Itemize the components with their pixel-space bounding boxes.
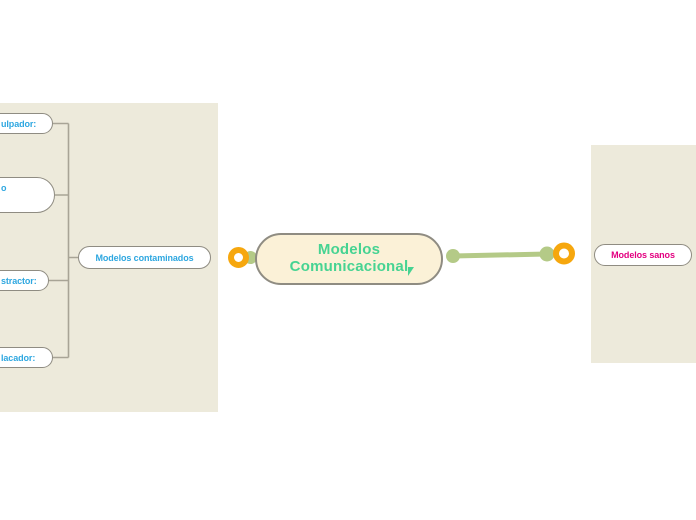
subtopic-node-2[interactable]: o <box>0 177 55 213</box>
subtopic-label-4: lacador: <box>1 352 36 363</box>
connection-anchor-right-icon[interactable] <box>553 242 575 265</box>
subtopic-node-1[interactable]: ulpador: <box>0 113 53 134</box>
topic-label-sanos: Modelos sanos <box>611 250 675 260</box>
tree-connector-lines <box>49 122 78 359</box>
topic-label-contaminados: Modelos contaminados <box>95 252 194 263</box>
text-caret-icon <box>408 267 414 276</box>
topic-node-contaminados[interactable]: Modelos contaminados <box>78 246 211 269</box>
subtopic-label-3: stractor: <box>1 275 37 286</box>
subtopic-node-4[interactable]: lacador: <box>0 347 53 368</box>
link-dot-end <box>539 246 555 262</box>
subtopic-node-3[interactable]: stractor: <box>0 270 49 291</box>
topic-node-sanos[interactable]: Modelos sanos <box>594 244 692 266</box>
link-dot-start <box>446 249 460 263</box>
central-topic-label: Modelos Comunicacional <box>289 241 409 275</box>
central-topic-node[interactable]: Modelos Comunicacional <box>255 233 443 285</box>
subtopic-label-2: o <box>1 183 7 193</box>
connection-anchor-left-icon[interactable] <box>228 247 249 268</box>
subtopic-label-1: ulpador: <box>1 118 37 129</box>
link-line <box>450 251 550 259</box>
